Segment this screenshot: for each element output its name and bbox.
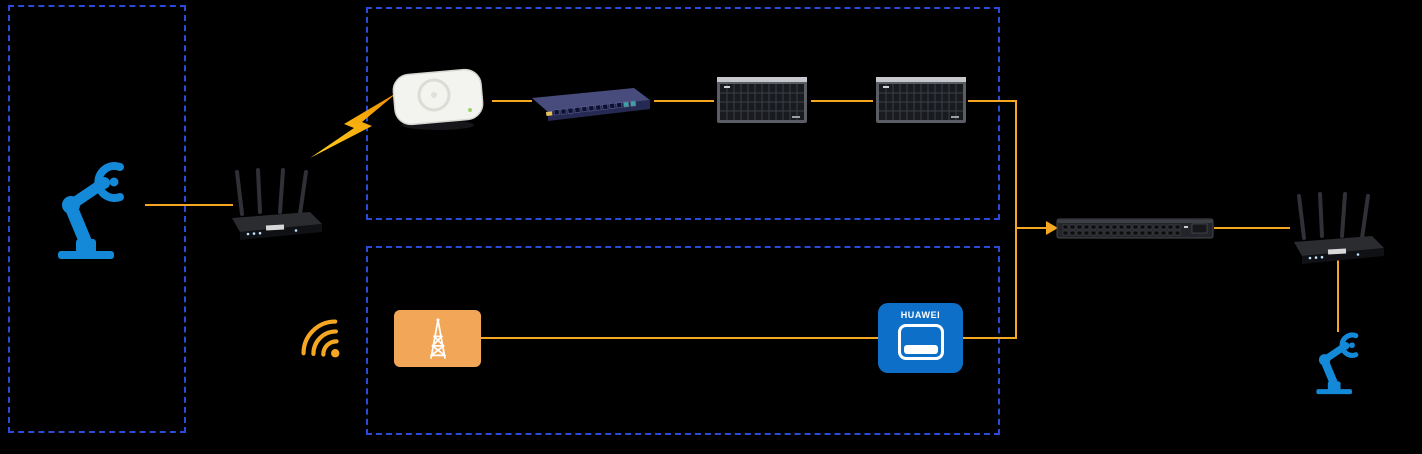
link-gateway-out bbox=[961, 337, 1017, 339]
robot-arm-icon bbox=[58, 162, 124, 259]
access-point bbox=[382, 68, 494, 132]
core-switch bbox=[1056, 216, 1214, 241]
link-junction-core bbox=[1015, 227, 1050, 229]
storage-server-1 bbox=[712, 70, 812, 128]
link-ap-switch bbox=[492, 100, 532, 102]
antenna-tower-icon bbox=[429, 317, 446, 359]
wireless-router-right bbox=[1288, 190, 1386, 266]
storage-server-icon bbox=[876, 77, 966, 123]
lightning-link bbox=[310, 92, 400, 162]
link-router-robot bbox=[1337, 254, 1339, 332]
wireless-router-icon bbox=[1294, 192, 1384, 264]
link-top-vertical bbox=[1015, 100, 1017, 229]
robot-arm-right bbox=[1306, 328, 1370, 398]
wifi-signal bbox=[284, 302, 363, 381]
link-storage-out bbox=[968, 100, 1017, 102]
lan-switch bbox=[526, 82, 656, 124]
storage-server-icon bbox=[717, 77, 807, 123]
zone-wireless-access bbox=[366, 246, 1000, 435]
wireless-router-left bbox=[226, 166, 324, 242]
storage-server-2 bbox=[871, 70, 971, 128]
rack-switch-icon bbox=[1056, 218, 1214, 239]
robot-arm-icon bbox=[1316, 332, 1359, 395]
wireless-ap-icon bbox=[392, 68, 484, 130]
gateway-panel-icon bbox=[897, 324, 944, 360]
lightning-bolt-icon bbox=[310, 92, 398, 158]
huawei-gateway: HUAWEI bbox=[878, 303, 963, 373]
huawei-logo-text: HUAWEI bbox=[900, 310, 941, 320]
antenna-station bbox=[394, 310, 481, 367]
zone-left-site bbox=[8, 5, 186, 433]
link-storage-storage bbox=[811, 100, 873, 102]
wifi-signal-icon bbox=[301, 319, 340, 358]
robot-arm-left bbox=[42, 155, 142, 265]
wireless-router-icon bbox=[232, 168, 322, 240]
arrow-right-icon bbox=[1046, 221, 1058, 235]
link-station-gateway bbox=[479, 337, 881, 339]
link-switch-storage bbox=[654, 100, 714, 102]
link-bottom-vertical bbox=[1015, 227, 1017, 339]
switch-icon bbox=[532, 88, 650, 121]
link-core-router bbox=[1214, 227, 1290, 229]
gateway-panel-bar bbox=[903, 345, 938, 354]
link-robot-router bbox=[145, 204, 233, 206]
